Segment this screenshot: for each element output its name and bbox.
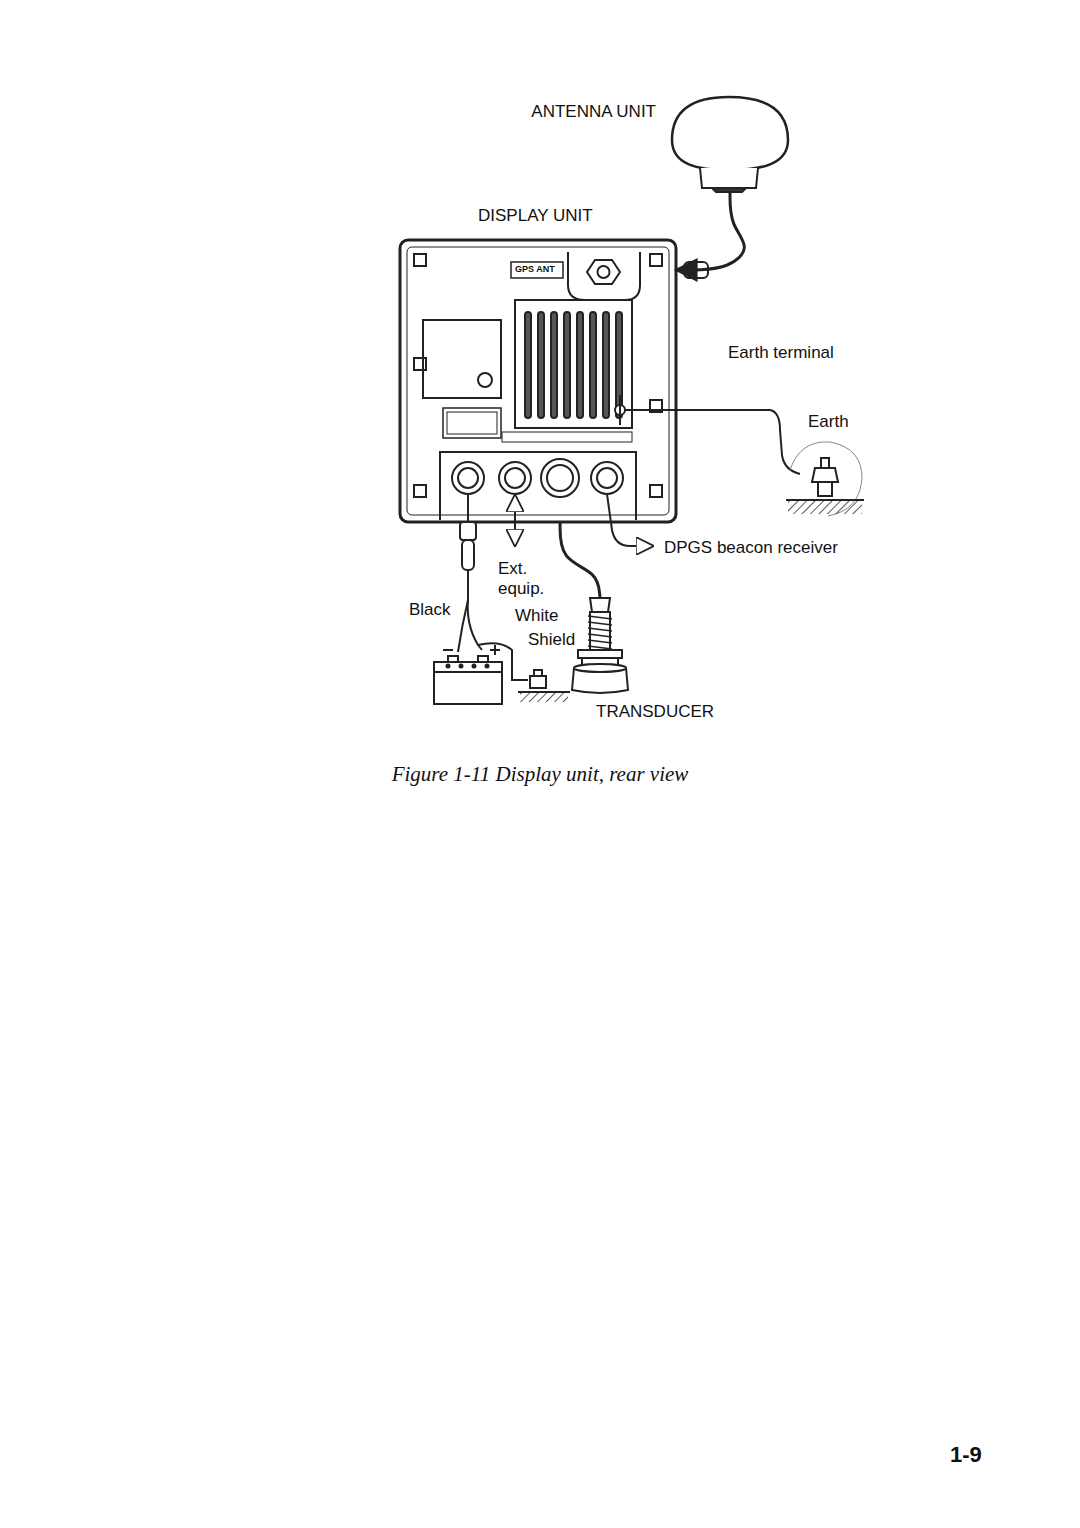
wire-label: Black xyxy=(409,600,451,620)
wire-label: Shield xyxy=(528,630,575,650)
part-label: Earth terminal xyxy=(728,343,834,363)
part-label: Earth xyxy=(808,412,849,432)
page-number: 1-9 xyxy=(950,1442,982,1468)
transducer-cable xyxy=(560,522,600,598)
antenna-cable xyxy=(676,192,744,270)
display-unit: DISPLAY UNIT xyxy=(400,240,676,522)
unit-label: TRANSDUCER xyxy=(596,702,714,722)
connector-label: GPS ANT xyxy=(515,264,555,275)
unit-label: DISPLAY UNIT xyxy=(478,206,593,226)
part-label: DPGS beacon receiver xyxy=(664,538,838,558)
unit-label: ANTENNA UNIT xyxy=(531,102,656,122)
transducer: TRANSDUCER xyxy=(570,598,630,694)
part-label: Ext. equip. xyxy=(498,559,558,600)
figure-caption: Figure 1-11 Display unit, rear view xyxy=(0,762,1080,787)
wire-label: White xyxy=(515,606,558,626)
antenna-unit: ANTENNA UNIT xyxy=(670,96,790,192)
